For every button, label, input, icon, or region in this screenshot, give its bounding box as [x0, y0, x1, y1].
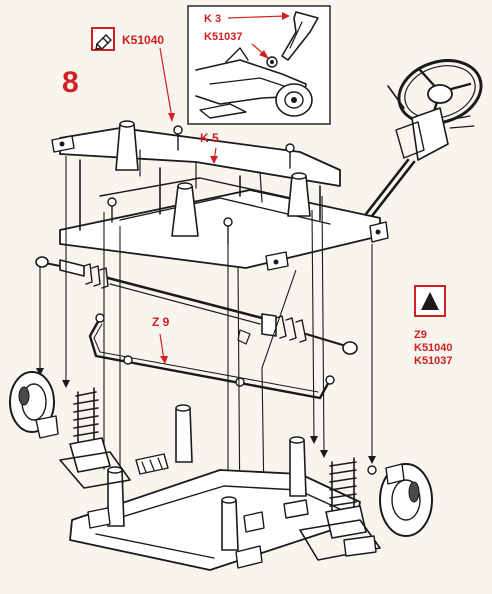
inset-label-k3: K 3	[204, 13, 221, 25]
crossmember-bolts	[107, 125, 295, 245]
right-coilover	[299, 457, 381, 561]
upper-crossmember	[51, 120, 389, 271]
legend-k51040: K51040	[414, 342, 453, 354]
steering-column	[364, 85, 475, 218]
steering-rack	[35, 256, 358, 355]
detail-inset: K 3 K51037	[187, 5, 331, 125]
callout-k51040-label: K51040	[122, 33, 164, 47]
pencil-icon	[91, 27, 115, 51]
warning-triangle-icon	[414, 285, 446, 317]
legend-k51037: K51037	[414, 355, 453, 367]
right-brake-disc	[367, 463, 433, 537]
anti-roll-bar	[88, 313, 335, 400]
inset-label-k51037: K51037	[204, 31, 243, 43]
legend-z9: Z9	[414, 329, 427, 341]
left-brake-disc	[9, 371, 59, 439]
steering-wheel	[397, 59, 483, 125]
lower-subframe	[69, 404, 361, 571]
label-k5: K 5	[200, 131, 219, 145]
label-z9: Z 9	[152, 315, 170, 329]
callout-k51040-leader	[159, 47, 173, 119]
callout-arrowhead	[168, 113, 175, 122]
step-number: 8	[62, 66, 79, 99]
left-coilover	[59, 387, 131, 489]
